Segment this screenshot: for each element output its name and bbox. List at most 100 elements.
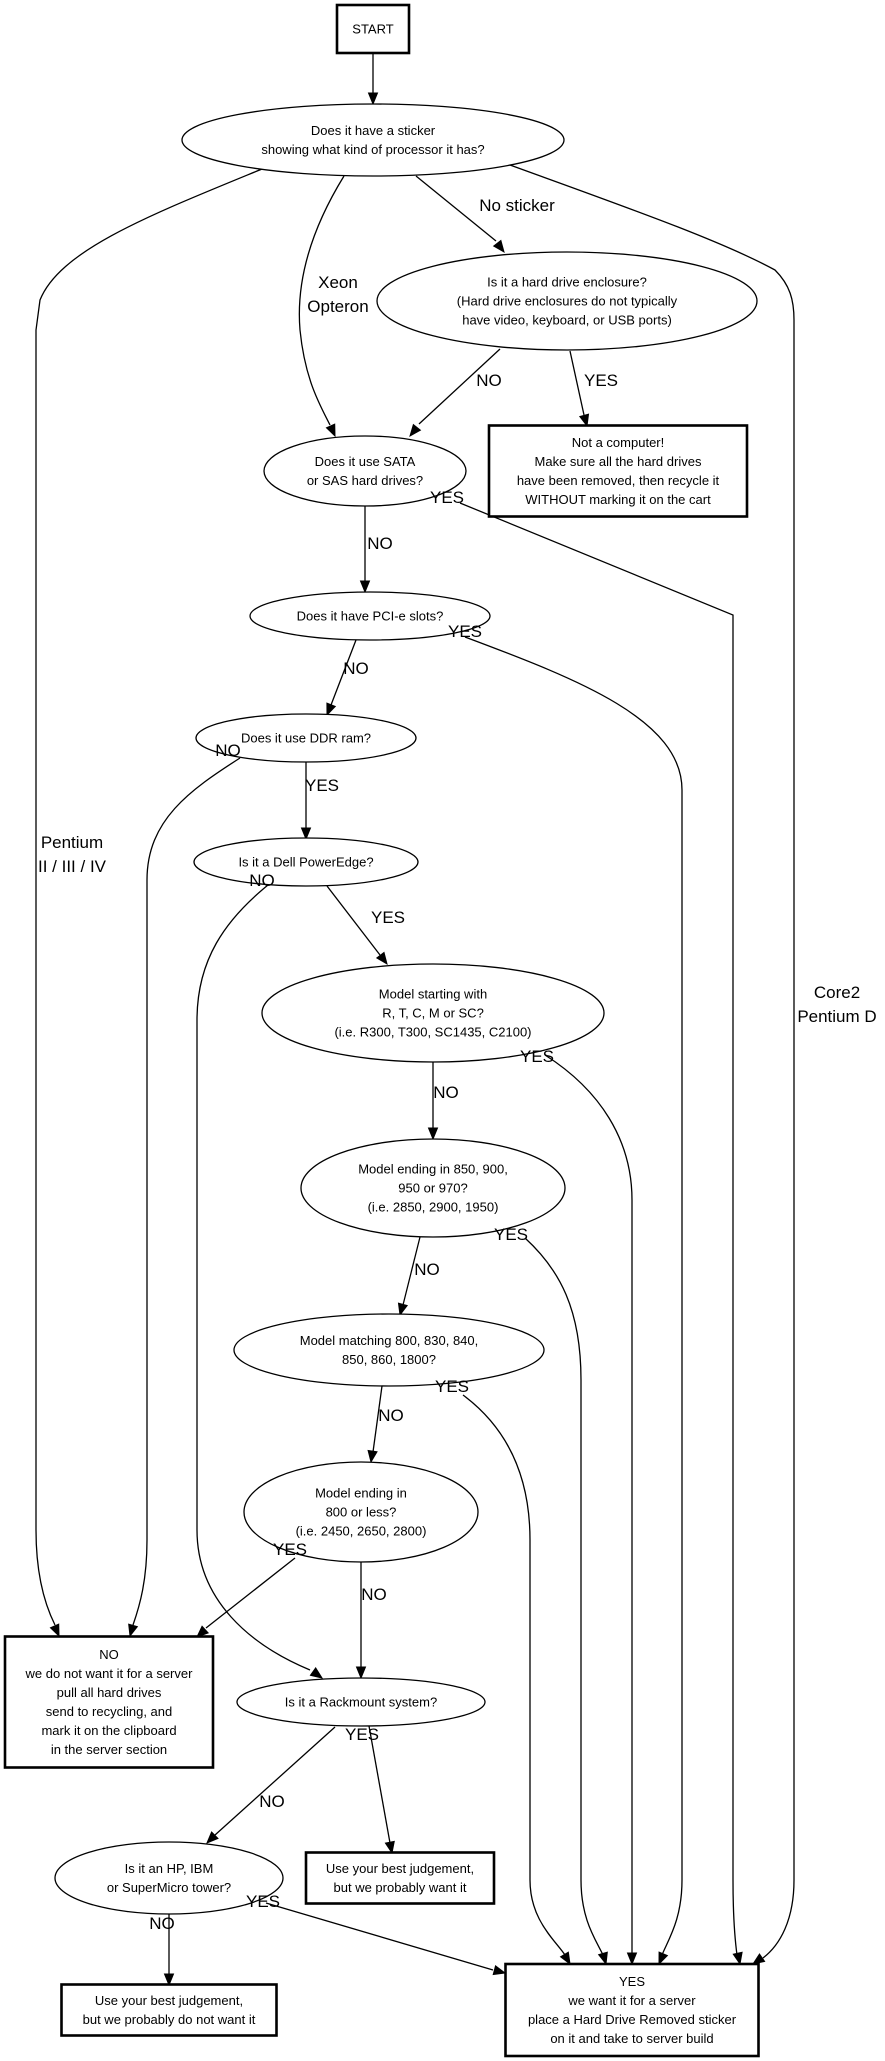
- ellipse-shape: [193, 837, 419, 887]
- edge-line: [298, 175, 345, 426]
- node-text-line: 850, 860, 1800?: [342, 1352, 436, 1367]
- edge-pcie-no: [326, 639, 357, 717]
- edge-sticker-nosticker: [415, 175, 505, 254]
- box-shape: [304, 1851, 496, 1905]
- edge-line: [372, 1385, 383, 1453]
- node-dell[interactable]: Is it a Dell PowerEdge?: [193, 837, 419, 887]
- arrowhead-icon: [597, 1951, 608, 1966]
- box-shape: [60, 1983, 278, 2037]
- edge-line: [330, 639, 357, 706]
- node-enclosure[interactable]: Is it a hard drive enclosure?(Hard drive…: [376, 251, 758, 351]
- node-rackmount[interactable]: Is it a Rackmount system?: [236, 1677, 486, 1727]
- edge-line: [402, 1236, 421, 1306]
- box-shape: [335, 3, 411, 55]
- edge-start-sticker: [367, 53, 379, 106]
- node-pcie[interactable]: Does it have PCI-e slots?: [249, 591, 491, 641]
- node-text-line: or SAS hard drives?: [307, 473, 423, 488]
- edge-label: YES: [584, 371, 618, 390]
- edge-line: [35, 168, 263, 1626]
- edge-label-line: YES: [584, 371, 618, 390]
- edge-label-line: YES: [305, 776, 339, 795]
- node-text-line: showing what kind of processor it has?: [261, 142, 484, 157]
- edge-label-line: Pentium D: [797, 1007, 876, 1026]
- node-text-line: send to recycling, and: [46, 1704, 172, 1719]
- edge-line: [415, 175, 497, 242]
- arrowhead-icon: [309, 1667, 324, 1679]
- edge-label: NO: [476, 371, 502, 390]
- node-not-computer[interactable]: Not a computer!Make sure all the hard dr…: [487, 424, 749, 518]
- edge-model_850-no: [397, 1236, 421, 1317]
- edge-enclosure-no: [409, 348, 501, 438]
- arrowhead-icon: [409, 423, 422, 438]
- node-text-line: (i.e. R300, T300, SC1435, C2100): [334, 1025, 531, 1040]
- arrowhead-icon: [325, 423, 336, 438]
- node-text-line: WITHOUT marking it on the cart: [525, 492, 711, 507]
- arrowhead-icon: [397, 1302, 409, 1317]
- edge-label-line: NO: [259, 1792, 285, 1811]
- edge-label-line: YES: [345, 1725, 379, 1744]
- arrowhead-icon: [163, 1973, 175, 1987]
- arrowhead-icon: [427, 1127, 439, 1141]
- edge-dell-yes: [326, 885, 388, 966]
- edge-label: YES: [435, 1377, 469, 1396]
- edge-label-line: YES: [371, 908, 405, 927]
- box-shape: [504, 1962, 760, 2058]
- edge-label: NO: [361, 1585, 387, 1604]
- node-text-line: have video, keyboard, or USB ports): [462, 313, 672, 328]
- edge-sticker-xeon: [298, 175, 345, 438]
- edge-label: No sticker: [479, 196, 555, 215]
- node-text-line: we do not want it for a server: [25, 1666, 194, 1681]
- node-ddr[interactable]: Does it use DDR ram?: [195, 713, 417, 763]
- node-model-850[interactable]: Model ending in 850, 900,950 or 970?(i.e…: [300, 1138, 566, 1238]
- arrowhead-icon: [492, 239, 505, 254]
- ellipse-shape: [243, 1461, 479, 1563]
- edge-label-line: Opteron: [307, 297, 368, 316]
- arrowhead-icon: [732, 1951, 743, 1966]
- edge-label-line: NO: [343, 659, 369, 678]
- edge-line: [464, 636, 683, 1956]
- node-text-line: mark it on the clipboard: [41, 1723, 176, 1738]
- edge-label-line: No sticker: [479, 196, 555, 215]
- edge-label-line: Core2: [814, 983, 860, 1002]
- arrowhead-icon: [367, 1449, 378, 1464]
- ellipse-shape: [236, 1677, 486, 1727]
- node-text-line: Model matching 800, 830, 840,: [300, 1333, 479, 1348]
- edge-label: YES: [345, 1725, 379, 1744]
- edge-hp_ibm-yes: [265, 1902, 507, 1976]
- node-text-line: Model ending in 850, 900,: [358, 1162, 508, 1177]
- node-start[interactable]: START: [335, 3, 411, 55]
- edge-label-line: NO: [149, 1914, 175, 1933]
- ellipse-shape: [376, 251, 758, 351]
- arrowhead-icon: [751, 1953, 766, 1965]
- node-model-800[interactable]: Model matching 800, 830, 840, 850, 860, 1…: [233, 1313, 545, 1387]
- edge-label: NO: [259, 1792, 285, 1811]
- node-text-line: (Hard drive enclosures do not typically: [457, 294, 678, 309]
- node-best-not-want[interactable]: Use your best judgement,but we probably …: [60, 1983, 278, 2037]
- edge-label-line: Pentium: [41, 833, 103, 852]
- edge-label: YES: [430, 488, 464, 507]
- edge-line: [368, 1725, 391, 1844]
- edge-label: NO: [378, 1406, 404, 1425]
- edge-label-line: NO: [361, 1585, 387, 1604]
- arrowhead-icon: [196, 1625, 210, 1638]
- edge-label: YES: [520, 1047, 554, 1066]
- edge-label: YES: [494, 1225, 528, 1244]
- node-best-want[interactable]: Use your best judgement,but we probably …: [304, 1851, 496, 1905]
- ellipse-shape: [263, 435, 467, 507]
- edge-label-line: YES: [494, 1225, 528, 1244]
- edge-line: [544, 1054, 633, 1955]
- node-text-line: in the server section: [51, 1742, 167, 1757]
- arrowhead-icon: [492, 1964, 507, 1976]
- edge-model_less-no: [355, 1562, 367, 1680]
